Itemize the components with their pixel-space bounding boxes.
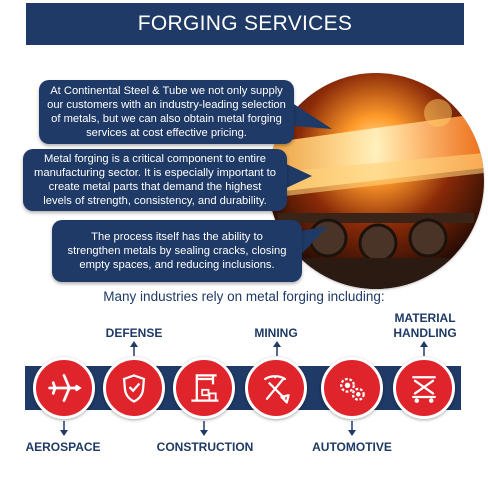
- label-automotive: AUTOMOTIVE: [312, 440, 392, 454]
- industry-aerospace: [33, 357, 95, 419]
- info-bubble-importance: Metal forging is a critical component to…: [23, 149, 287, 211]
- info-bubble-process: The process itself has the ability to st…: [52, 220, 302, 282]
- bubble-line: At Continental Steel & Tube we not only …: [50, 85, 283, 97]
- arrow-down-icon: [200, 421, 208, 436]
- industries-intro: Many industries rely on metal forging in…: [103, 289, 385, 304]
- label-construction: CONSTRUCTION: [156, 440, 254, 454]
- industry-construction: [173, 357, 235, 419]
- label-aerospace: AEROSPACE: [25, 440, 101, 454]
- industries-band: [25, 366, 461, 410]
- arrow-up-icon: [273, 341, 281, 356]
- header-banner: FORGING SERVICES: [26, 3, 464, 45]
- bubble-line: levels of strength, consistency, and dur…: [43, 195, 267, 207]
- industry-material-handling: [393, 357, 455, 419]
- pickaxe-shovel-icon: [264, 375, 290, 404]
- scissor-lift-icon: [412, 376, 436, 403]
- bubble-line: services at cost effective pricing.: [86, 127, 247, 139]
- bubble-line: empty spaces, and reducing inclusions.: [79, 259, 275, 271]
- bubble-line: strengthen metals by sealing cracks, clo…: [67, 245, 287, 257]
- industry-automotive: [321, 357, 383, 419]
- arrow-up-icon: [420, 341, 428, 356]
- shield-icon: [122, 374, 146, 403]
- airplane-icon: [48, 374, 82, 402]
- label-material: MATERIAL: [394, 311, 456, 325]
- arrow-down-icon: [348, 421, 356, 436]
- page-title: FORGING SERVICES: [137, 12, 353, 35]
- gears-icon: [340, 377, 365, 401]
- bubble-line: of metals, but we can also obtain metal …: [51, 113, 282, 125]
- label-defense: DEFENSE: [105, 326, 163, 340]
- bubble-line: Metal forging is a critical component to…: [43, 153, 266, 165]
- crane-icon: [191, 374, 219, 402]
- bubble-pointer-3: [296, 226, 328, 260]
- label-mining: MINING: [254, 326, 298, 340]
- label-material-handling: MATERIAL HANDLING: [380, 311, 470, 341]
- bubble-line: manufacturing sector. It is especially i…: [34, 167, 276, 179]
- industry-mining: [245, 357, 307, 419]
- info-bubble-supply: At Continental Steel & Tube we not only …: [39, 80, 294, 144]
- industry-defense: [103, 357, 165, 419]
- bubble-pointer-2: [282, 162, 312, 190]
- bubble-line: The process itself has the ability to: [91, 231, 263, 243]
- bubble-line: our customers with an industry-leading s…: [47, 99, 286, 111]
- bubble-line: create metal parts that demand the highe…: [48, 181, 262, 193]
- arrow-down-icon: [60, 421, 68, 436]
- label-handling: HANDLING: [393, 326, 457, 340]
- arrow-up-icon: [130, 341, 138, 356]
